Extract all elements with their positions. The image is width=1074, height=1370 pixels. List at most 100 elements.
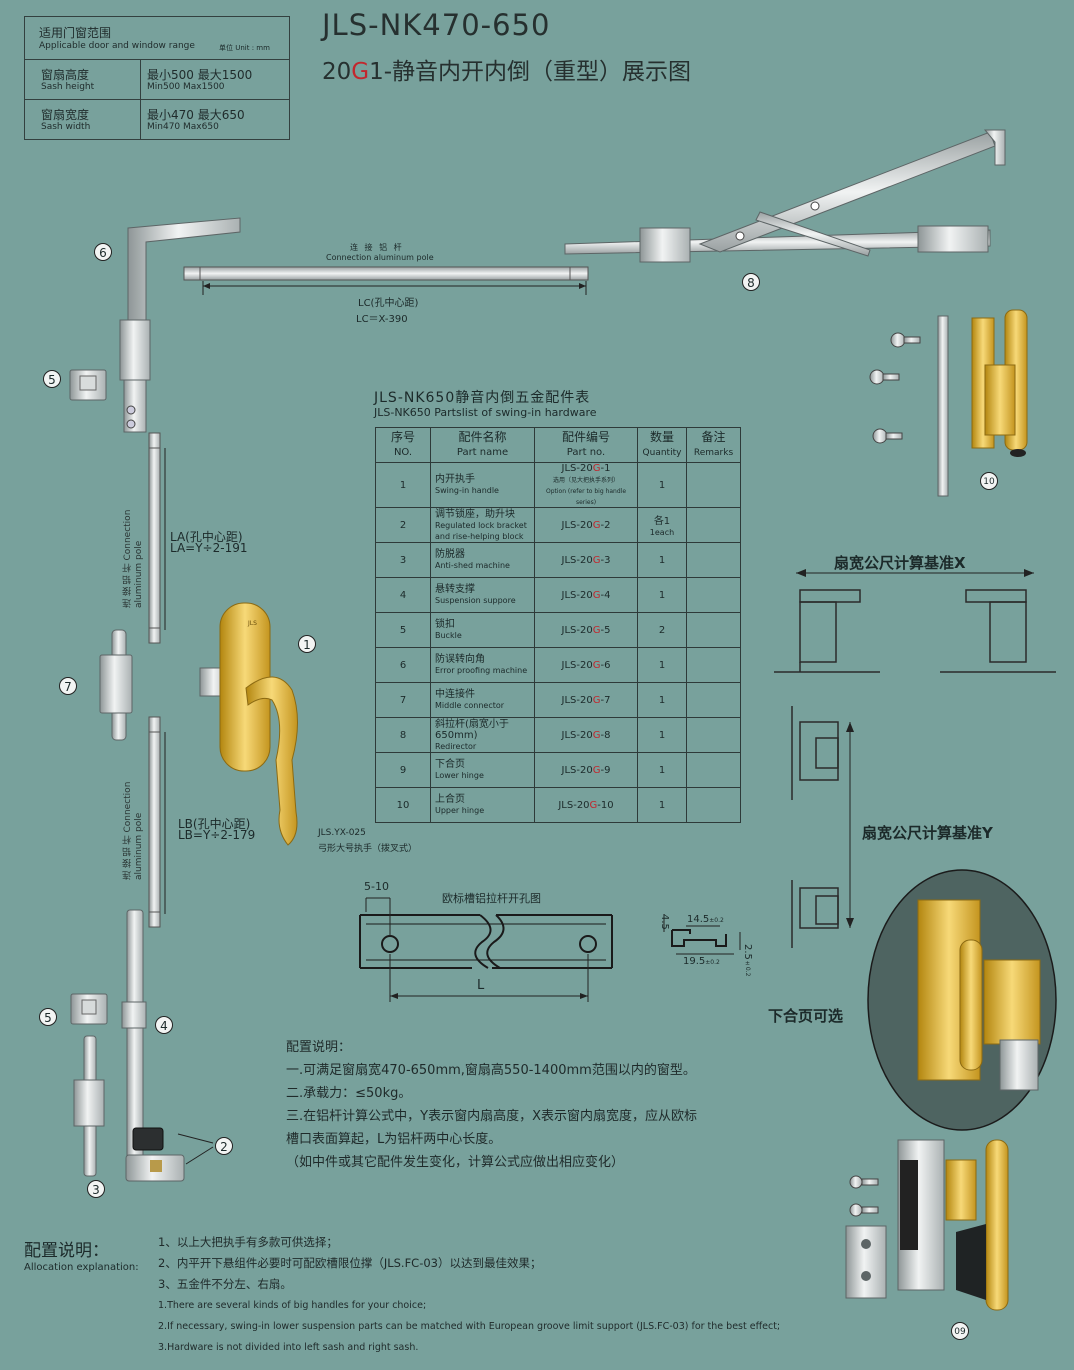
sash-height-value-en: Min500 Max1500 (147, 82, 225, 92)
allocation-line-en: 1.There are several kinds of big handles… (158, 1300, 427, 1311)
range-header-cn: 适用门窗范围 (39, 26, 112, 40)
callout-7: 7 (59, 677, 77, 695)
config-notes-title: 配置说明： (286, 1040, 352, 1055)
cell-qty: 2 (637, 612, 687, 648)
config-note-line: 三.在铝杆计算公式中，Y表示窗内扇高度，X表示窗内扇宽度，应从欧标 (286, 1109, 697, 1124)
cell-no: 8 (375, 717, 431, 753)
callout-10: 10 (980, 472, 998, 490)
cell-no: 6 (375, 647, 431, 683)
slot-dim-l: L (477, 978, 485, 993)
range-box: 适用门窗范围 Applicable door and window range … (24, 16, 290, 140)
cell-no: 1 (375, 462, 431, 508)
config-note-line: （如中件或其它配件发生变化，计算公式应做出相应变化） (286, 1155, 625, 1170)
lc-formula: LC＝X-390 (356, 314, 408, 325)
cell-qty: 1 (637, 542, 687, 578)
la-formula: LA=Y÷2-191 (170, 541, 248, 555)
subtitle: 20G1-静音内开内倒（重型）展示图 (322, 59, 692, 85)
cell-pno: JLS-20G-3 (534, 542, 638, 578)
height-calc-label: 扇宽公尺计算基准Y (862, 824, 993, 842)
allocation-title: 配置说明： (24, 1241, 109, 1261)
sash-width-value-en: Min470 Max650 (147, 122, 219, 132)
pole-b-label: 连 接 铝 杆 Connection aluminum pole (123, 781, 144, 880)
allocation-line-cn: 2、内平开下悬组件必要时可配欧槽限位撑（JLS.FC-03）以达到最佳效果； (158, 1256, 542, 1270)
callout-2: 2 (215, 1137, 233, 1155)
slot-title: 欧标槽铝拉杆开孔图 (442, 892, 541, 905)
parts-table-title: JLS-NK650静音内倒五金配件表 (374, 390, 591, 406)
config-note-line: 一.可满足窗扇宽470-650mm,窗扇高550-1400mm范围以内的窗型。 (286, 1063, 696, 1078)
callout-5b: 5 (39, 1008, 57, 1026)
callout-6: 6 (94, 243, 112, 261)
callout-3: 3 (87, 1180, 105, 1198)
cell-qty: 1 (637, 752, 687, 788)
cell-pno: JLS-20G-7 (534, 682, 638, 718)
la-label: LA(孔中心距) (170, 530, 243, 544)
dim-14-5: 14.5±0.2 (687, 914, 724, 925)
slot-dim-5-10: 5-10 (364, 880, 389, 893)
lower-hinge-optional-label: 下合页可选 (768, 1007, 844, 1025)
cell-no: 5 (375, 612, 431, 648)
sash-width-label: 窗扇宽度 (41, 108, 90, 122)
callout-1: 1 (298, 635, 316, 653)
allocation-line-cn: 3、五金件不分左、右扇。 (158, 1277, 292, 1291)
parts-table-title-en: JLS-NK650 Partslist of swing-in hardware (374, 406, 597, 419)
cell-pno: JLS-20G-2 (534, 507, 638, 543)
handle-name: 弓形大号执手（拨叉式） (318, 844, 418, 854)
range-unit: 单位 Unit : mm (219, 44, 270, 52)
allocation-line-en: 2.If necessary, swing-in lower suspensio… (158, 1321, 781, 1332)
cell-remarks (686, 717, 741, 753)
callout-09: 09 (951, 1322, 969, 1340)
cell-remarks (686, 507, 741, 543)
cell-no: 9 (375, 752, 431, 788)
cell-qty: 1 (637, 647, 687, 683)
handle-brand-logo: JLS (248, 620, 257, 627)
lc-label: LC(孔中心距) (358, 298, 419, 309)
cell-remarks (686, 682, 741, 718)
cell-remarks (686, 542, 741, 578)
cell-no: 7 (375, 682, 431, 718)
cell-remarks (686, 612, 741, 648)
width-calc-label: 扇宽公尺计算基准X (834, 554, 966, 572)
cell-qty: 1 (637, 462, 687, 508)
cell-pno: JLS-20G-9 (534, 752, 638, 788)
cell-no: 2 (375, 507, 431, 543)
pole-label-en: Connection aluminum pole (326, 253, 434, 262)
dim-2-5: 2.5±0.2 (742, 944, 753, 977)
model-title: JLS-NK470-650 (322, 8, 551, 42)
lb-formula: LB=Y÷2-179 (178, 828, 256, 842)
cell-no: 4 (375, 577, 431, 613)
dim-19-5: 19.5±0.2 (683, 956, 720, 967)
allocation-line-cn: 1、以上大把执手有多款可供选择； (158, 1235, 338, 1249)
cell-remarks (686, 647, 741, 683)
sash-height-label-en: Sash height (41, 82, 95, 92)
range-row-width: 窗扇宽度 Sash width 最小470 最大650 Min470 Max65… (25, 99, 289, 139)
cell-qty: 1 (637, 577, 687, 613)
config-notes: 配置说明： 一.可满足窗扇宽470-650mm,窗扇高550-1400mm范围以… (286, 1036, 697, 1174)
cell-pno: JLS-20G-8 (534, 717, 638, 753)
lb-label: LB(孔中心距) (178, 817, 251, 831)
allocation-title-en: Allocation explanation: (24, 1262, 139, 1273)
dim-4-5: 4.5 (659, 914, 670, 930)
cell-pno: JLS-20G-10 (534, 787, 638, 823)
sash-width-label-en: Sash width (41, 122, 91, 132)
pole-a-label: 连 接 铝 杆 Connection aluminum pole (123, 509, 144, 608)
cell-remarks (686, 462, 741, 508)
config-note-line: 槽口表面算起，L为铝杆两中心长度。 (286, 1132, 502, 1147)
